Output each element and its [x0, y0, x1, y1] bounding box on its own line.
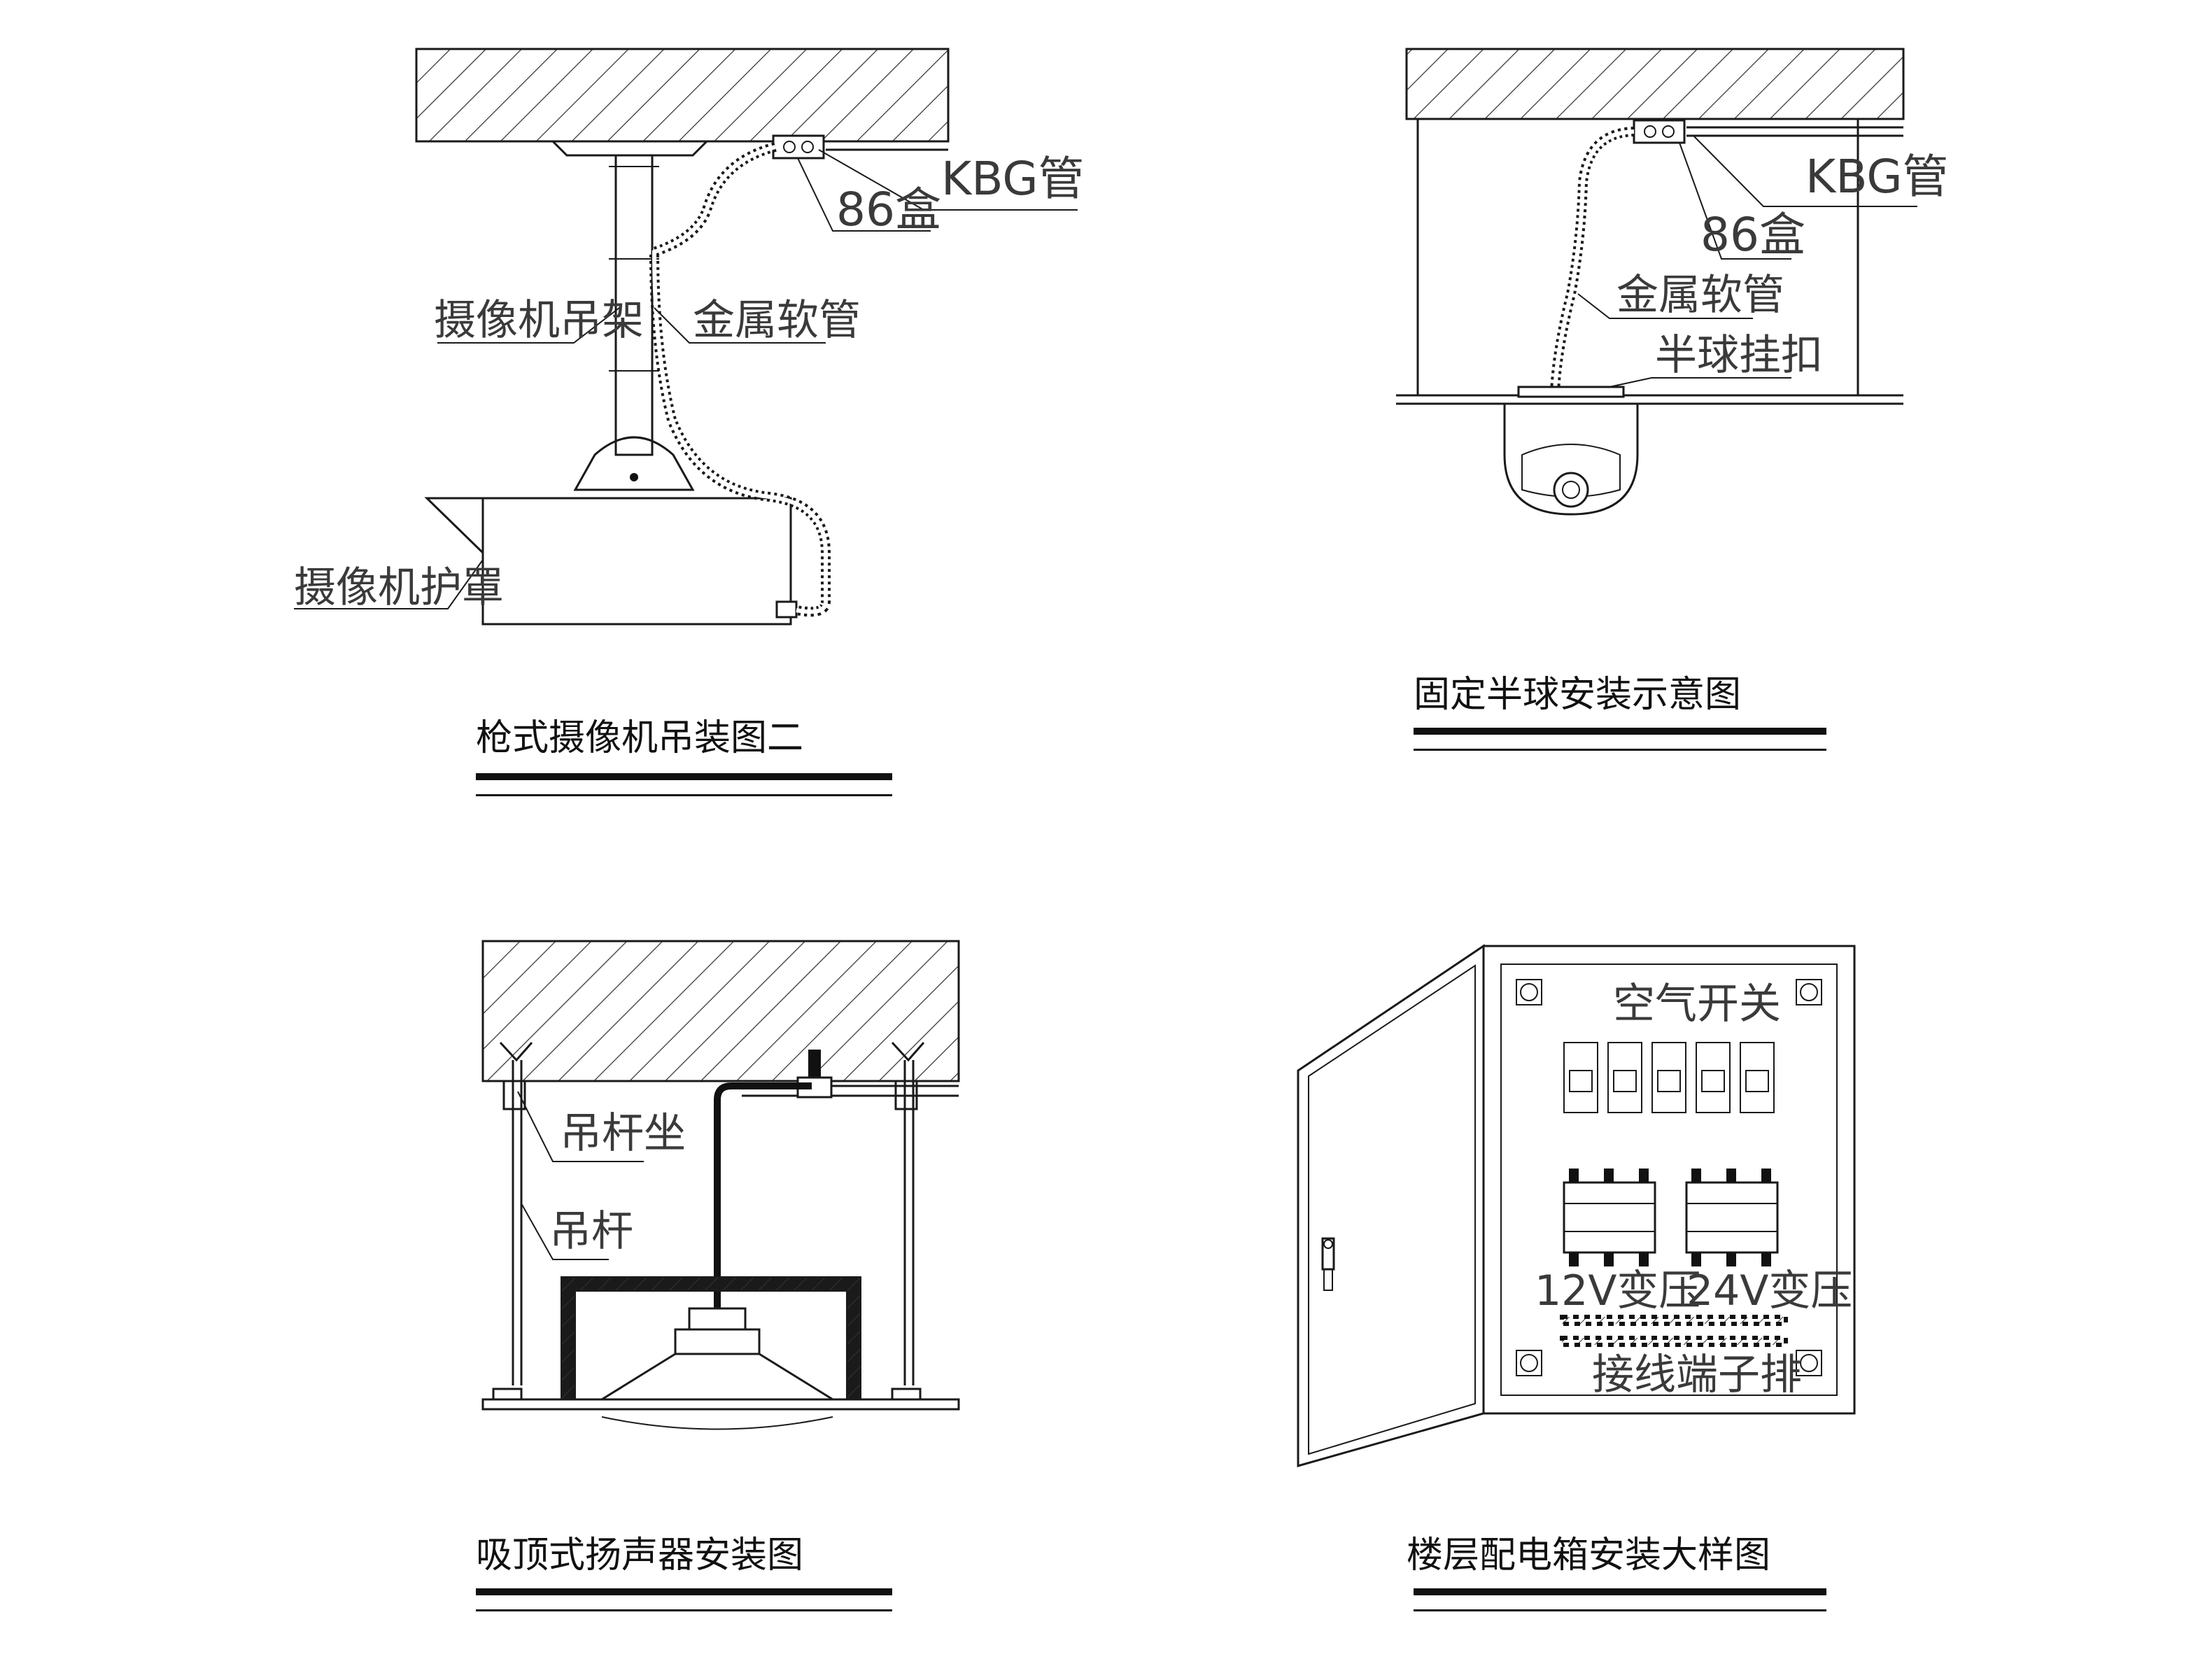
cabinet-door: [1297, 944, 1485, 1467]
speaker-cone: [598, 1353, 837, 1401]
terminal-block: [1560, 1315, 1788, 1347]
label-86-box: 86盒: [836, 183, 941, 237]
bracket-joint: [573, 436, 695, 491]
junction-box-86: [1633, 119, 1686, 144]
label-metal-hose: 金属软管: [693, 296, 861, 345]
label-terminal-block: 接线端子排: [1592, 1350, 1802, 1399]
ceiling-slab: [481, 940, 960, 1082]
label-kbg-pipe: KBG管: [1805, 150, 1949, 204]
label-metal-hose: 金属软管: [1616, 271, 1784, 320]
camera-bracket-pole: [614, 154, 654, 456]
label-camera-housing: 摄像机护罩: [294, 563, 504, 612]
air-switch-row: [1563, 1042, 1775, 1113]
suspended-ceiling: [481, 1398, 960, 1411]
title-dome-camera: 固定半球安装示意图: [1414, 674, 1741, 716]
dome-camera-body: [1503, 404, 1639, 516]
speaker-back-box: [562, 1278, 860, 1410]
dome-camera-lens: [1553, 472, 1589, 508]
speaker-magnet: [688, 1307, 747, 1331]
panel-bullet-camera: KBG管 86盒 摄像机吊架 金属软管 摄像机护罩 枪式摄像机吊装图二: [294, 48, 1085, 796]
title-bullet-camera: 枪式摄像机吊装图二: [476, 717, 803, 759]
panel-distribution-box: 空气开关 12V变压 24V变压 接线端子排 楼层配电箱安装大样图: [1297, 944, 1856, 1611]
bracket-base-plate: [550, 140, 710, 157]
panel-dome-camera: KBG管 86盒 金属软管 半球挂扣 固定半球安装示意图: [1396, 48, 1949, 751]
label-air-switch: 空气开关: [1613, 980, 1781, 1029]
title-ceiling-speaker: 吸顶式扬声器安装图: [476, 1534, 803, 1576]
label-rod-seat: 吊杆坐: [560, 1109, 686, 1158]
label-86-box: 86盒: [1700, 208, 1805, 262]
transformer-12v: [1563, 1169, 1656, 1266]
label-dome-hook: 半球挂扣: [1655, 331, 1823, 380]
junction-box-86: [772, 134, 825, 160]
label-kbg-pipe: KBG管: [941, 152, 1085, 206]
rod-seat-right: [891, 1041, 925, 1062]
transformer-24v: [1685, 1169, 1779, 1266]
camera-housing-body: [481, 497, 792, 626]
label-camera-bracket: 摄像机吊架: [434, 296, 644, 345]
dome-hook: [1517, 386, 1625, 398]
rod-seat-left: [499, 1041, 533, 1062]
metal-hose: [1550, 127, 1635, 393]
title-distribution-box: 楼层配电箱安装大样图: [1407, 1534, 1770, 1576]
speaker-cable: [714, 1082, 812, 1308]
label-rod: 吊杆: [549, 1207, 633, 1256]
panel-ceiling-speaker: 吊杆坐 吊杆 吸顶式扬声器安装图: [476, 940, 960, 1611]
ceiling-slab: [1405, 48, 1905, 120]
label-transformer-12v: 12V变压: [1535, 1266, 1700, 1315]
label-transformer-24v: 24V变压: [1686, 1266, 1852, 1315]
ceiling-slab: [415, 48, 950, 143]
